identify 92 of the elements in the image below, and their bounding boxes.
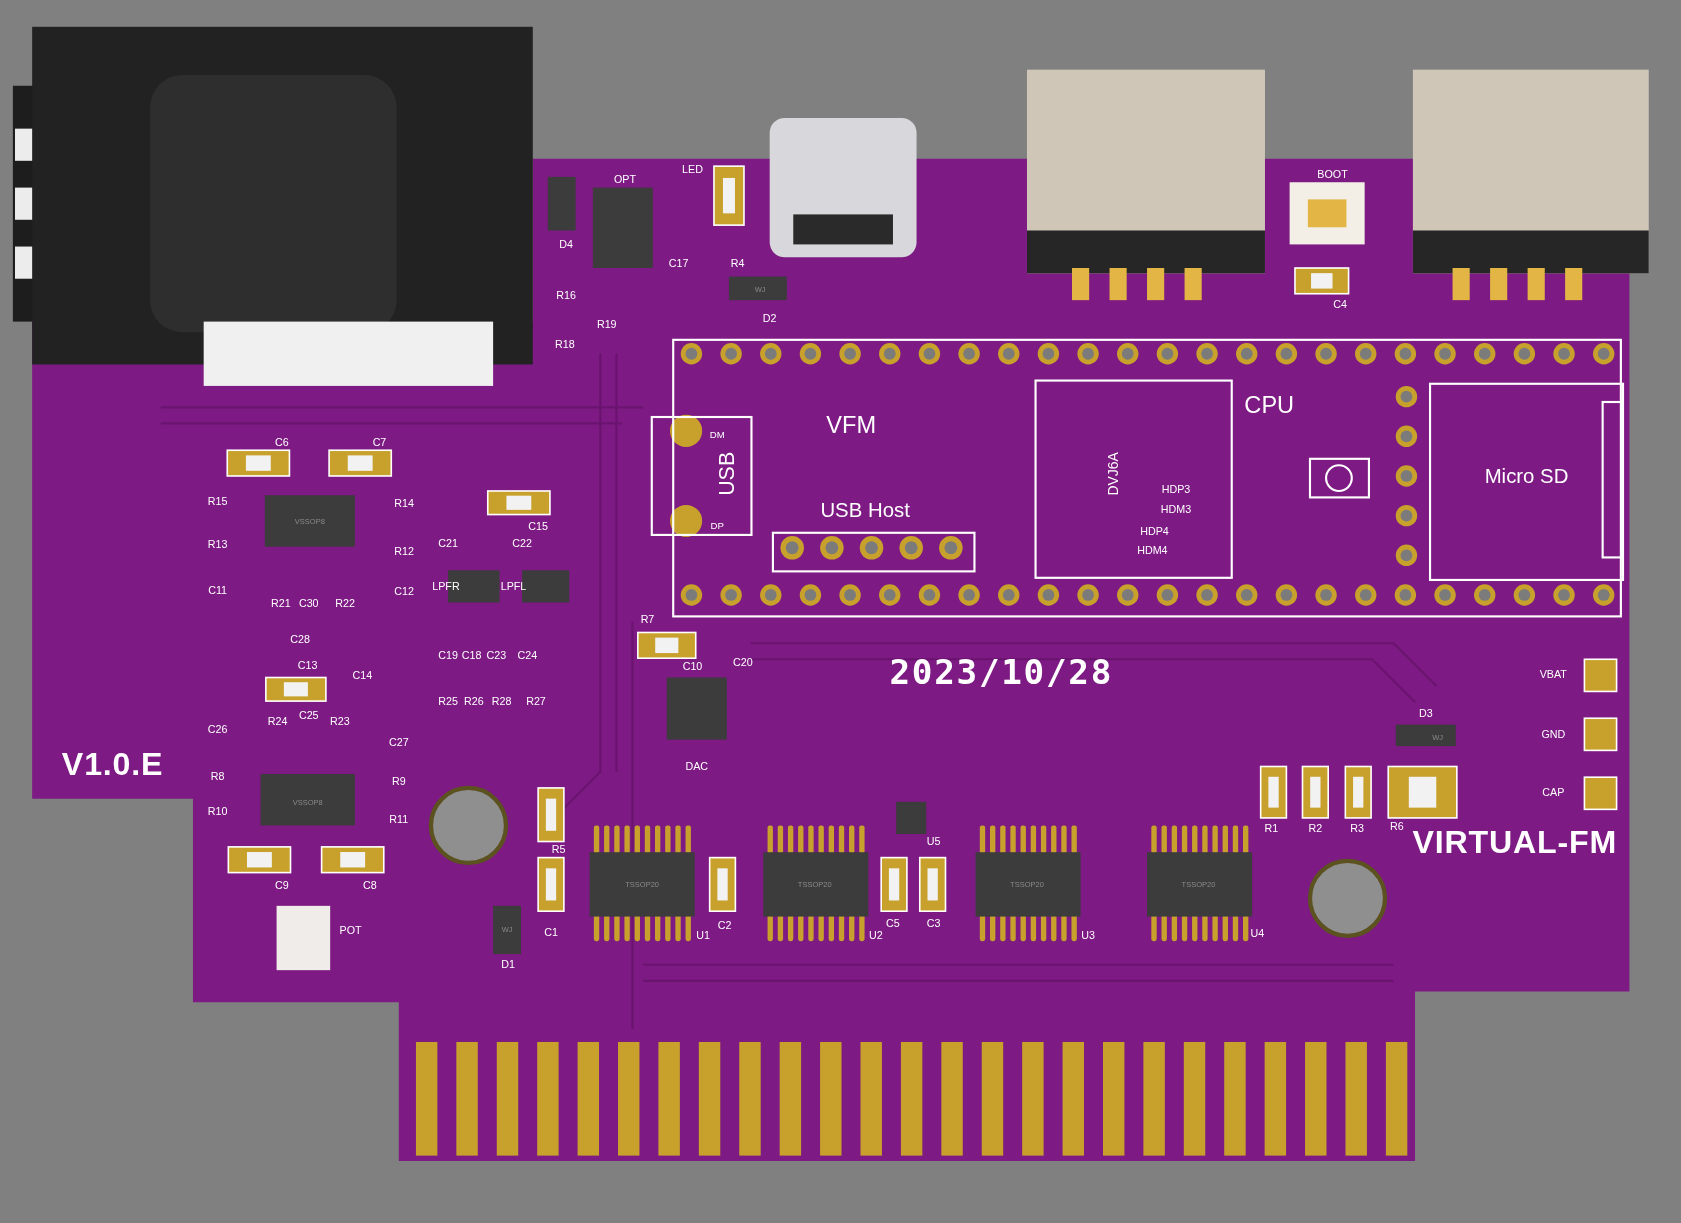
board-title: VIRTUAL-FM bbox=[1412, 826, 1617, 859]
module-outline bbox=[672, 338, 1622, 618]
component-designator: R15 bbox=[207, 496, 228, 508]
component-designator: R27 bbox=[526, 696, 546, 708]
component-designator: LPFR bbox=[432, 581, 460, 592]
component-designator: C24 bbox=[517, 650, 538, 662]
component-designator: U3 bbox=[1081, 930, 1095, 942]
silkscreen-text: HDM4 bbox=[1137, 545, 1168, 557]
silkscreen-text: HDP4 bbox=[1140, 526, 1169, 538]
board-title: V1.0.E bbox=[61, 748, 164, 781]
card-slot-outline bbox=[1429, 382, 1625, 581]
component-designator: C22 bbox=[512, 538, 532, 549]
component-designator: U5 bbox=[926, 836, 941, 847]
component-designator: R28 bbox=[491, 696, 512, 708]
component-designator: R11 bbox=[389, 814, 409, 826]
component-designator: C11 bbox=[208, 585, 228, 597]
component-designator: C7 bbox=[372, 437, 387, 449]
component-designator: R9 bbox=[391, 776, 406, 787]
component-designator: R2 bbox=[1308, 823, 1323, 834]
silkscreen-text: HDM3 bbox=[1160, 504, 1192, 516]
component-designator: C18 bbox=[461, 650, 482, 662]
silkscreen-text: DM bbox=[709, 430, 725, 441]
component-designator: R18 bbox=[555, 339, 575, 351]
component-designator: VBAT bbox=[1539, 668, 1567, 680]
component-designator: U1 bbox=[696, 930, 711, 942]
component-designator: R7 bbox=[640, 614, 655, 625]
component-designator: C25 bbox=[298, 710, 319, 722]
silkscreen-text: VFM bbox=[826, 413, 877, 438]
component-designator: C19 bbox=[438, 650, 458, 662]
component-designator: C30 bbox=[298, 598, 319, 609]
component-designator: R13 bbox=[207, 539, 228, 550]
component-designator: R3 bbox=[1350, 823, 1364, 834]
component-designator: C9 bbox=[275, 880, 289, 891]
component-designator: R14 bbox=[394, 498, 414, 510]
component-designator: CAP bbox=[1542, 787, 1565, 799]
component-designator: POT bbox=[339, 925, 362, 936]
component-designator: C13 bbox=[297, 660, 318, 672]
component-designator: BOOT bbox=[1317, 169, 1348, 181]
silkscreen-text: HDP3 bbox=[1161, 484, 1191, 496]
silkscreen-text: USB Host bbox=[820, 500, 910, 521]
component-designator: R5 bbox=[551, 844, 566, 856]
component-designator: C10 bbox=[682, 661, 703, 673]
component-designator: C8 bbox=[363, 880, 377, 891]
silkscreen-text: USB bbox=[716, 451, 738, 496]
component-designator: R6 bbox=[1389, 821, 1404, 832]
component-designator: D1 bbox=[501, 959, 515, 971]
component-designator: R10 bbox=[207, 806, 228, 817]
component-designator: C12 bbox=[394, 586, 414, 598]
component-designator: C26 bbox=[207, 724, 228, 736]
component-designator: C2 bbox=[717, 920, 732, 932]
component-designator: C23 bbox=[486, 650, 507, 662]
component-designator: DAC bbox=[685, 761, 709, 772]
component-designator: R21 bbox=[271, 598, 291, 609]
component-designator: C5 bbox=[886, 918, 900, 930]
date-text: 2023/10/28 bbox=[889, 655, 1114, 690]
chip-outline bbox=[1034, 379, 1233, 579]
component-designator: C28 bbox=[290, 634, 310, 646]
component-designator: C3 bbox=[926, 918, 941, 930]
component-designator: R8 bbox=[210, 771, 225, 783]
component-designator: C20 bbox=[733, 657, 753, 668]
component-designator: R4 bbox=[730, 258, 745, 270]
component-designator: LED bbox=[682, 164, 703, 175]
component-designator: R16 bbox=[556, 290, 576, 302]
component-designator: C1 bbox=[544, 927, 558, 938]
silkscreen-text: DVJ6A bbox=[1105, 452, 1120, 496]
component-designator: C17 bbox=[668, 258, 689, 270]
component-designator: D2 bbox=[762, 313, 777, 324]
component-designator: R25 bbox=[438, 696, 458, 708]
component-designator: R24 bbox=[267, 716, 288, 727]
component-designator: R23 bbox=[330, 716, 350, 727]
component-designator: D3 bbox=[1418, 708, 1433, 720]
component-designator: R19 bbox=[596, 319, 617, 331]
component-designator: C14 bbox=[352, 670, 373, 681]
component-designator: C4 bbox=[1333, 299, 1347, 310]
component-designator: C27 bbox=[388, 737, 409, 749]
component-designator: U4 bbox=[1250, 928, 1265, 940]
component-designator: R26 bbox=[464, 696, 484, 708]
component-designator: R12 bbox=[394, 546, 414, 558]
section-label: CPU bbox=[1244, 393, 1295, 417]
component-designator: R1 bbox=[1264, 823, 1279, 834]
component-designator: C21 bbox=[438, 538, 458, 549]
component-designator: C15 bbox=[528, 521, 548, 532]
usb-pad-outline bbox=[650, 415, 753, 536]
component-designator: U2 bbox=[868, 930, 883, 942]
component-designator: OPT bbox=[613, 174, 636, 186]
silkscreen-text: DP bbox=[710, 521, 724, 532]
component-designator: R22 bbox=[335, 598, 355, 609]
silkscreen-text: Micro SD bbox=[1484, 465, 1569, 487]
component-designator: C6 bbox=[275, 437, 289, 449]
component-designator: D4 bbox=[559, 239, 573, 250]
component-designator: GND bbox=[1541, 728, 1566, 740]
component-designator: LPFL bbox=[500, 581, 527, 592]
